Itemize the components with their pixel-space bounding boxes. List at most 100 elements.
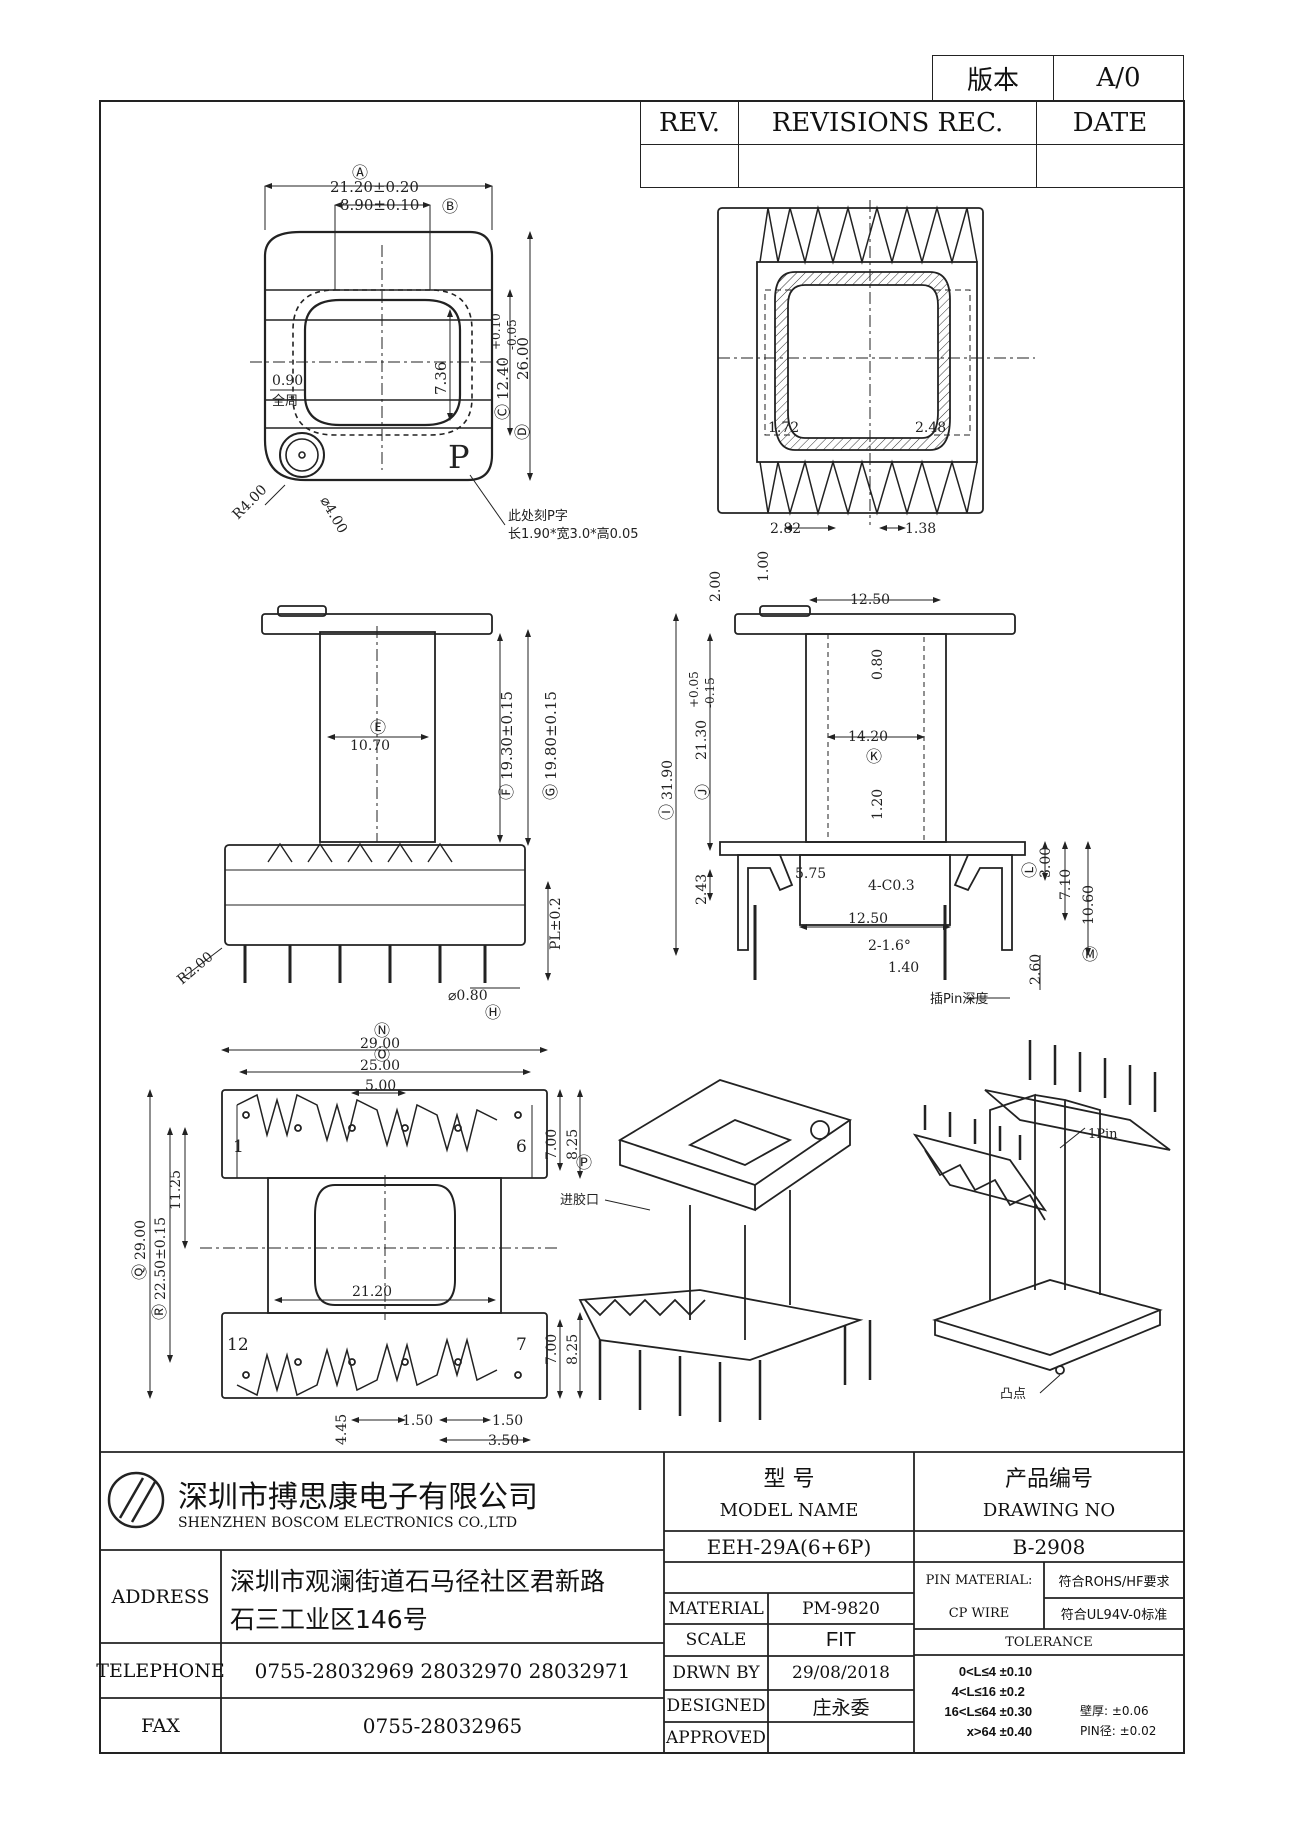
plan-d500: 5.00	[365, 1078, 396, 1094]
dim-c: 12.40	[494, 357, 512, 400]
dim-l-ref: Ⓛ	[1020, 862, 1039, 878]
version-table: 版本 A/0	[932, 55, 1184, 101]
dim-a: 21.20±0.20	[330, 178, 419, 196]
side-d2130-tol-lower: -0.15	[703, 677, 717, 708]
side-d080: 0.80	[870, 649, 886, 680]
bottom-d2: 2.48	[915, 420, 946, 436]
radius-label: R4.00	[230, 482, 271, 523]
letter-p: P	[448, 438, 470, 476]
version-value: A/0	[1053, 55, 1184, 101]
gate-label: 进胶口	[560, 1192, 599, 1208]
address-line-2: 石三工业区146号	[230, 1605, 428, 1634]
side-d1250-top: 12.50	[850, 592, 890, 608]
company-name-cn: 深圳市搏思康电子有限公司	[178, 1480, 538, 1515]
side-d710: 7.10	[1058, 869, 1074, 900]
rev-cell	[640, 144, 739, 188]
front-view	[179, 605, 551, 989]
fax-label: FAX	[141, 1714, 180, 1737]
drawing-label-en: DRAWING NO	[982, 1499, 1116, 1521]
scale-label: SCALE	[685, 1630, 747, 1650]
mark-note-2: 长1.90*宽3.0*高0.05	[508, 526, 639, 542]
mark-note-1: 此处刻P字	[508, 509, 568, 524]
top-view	[250, 183, 533, 526]
side-d243: 2.43	[694, 874, 710, 905]
dim-d: 26.00	[514, 337, 532, 380]
address-line-1: 深圳市观澜街道石马径社区君新路	[230, 1567, 606, 1596]
side-d575: 5.75	[795, 866, 826, 882]
plan-view	[147, 1047, 583, 1443]
dim-h-ref: Ⓗ	[485, 1003, 501, 1022]
material-label: MATERIAL	[668, 1598, 764, 1619]
dim-m-ref: Ⓜ	[1082, 945, 1098, 964]
dim-c-ref: Ⓒ	[493, 404, 512, 420]
requirement-1: 符合ROHS/HF要求	[1058, 1574, 1170, 1590]
rev-label: REV.	[640, 101, 739, 145]
bottom-d3: 2.82	[770, 521, 801, 537]
dim-g: 19.80±0.15	[542, 691, 560, 780]
dim-f: 19.30±0.15	[498, 691, 516, 780]
chamfer-label: 4-C0.3	[868, 878, 915, 894]
side-view	[673, 597, 1091, 999]
wall-dim: 0.90	[272, 373, 303, 389]
tol-value: ±0.2	[999, 1684, 1025, 1699]
pin-dia: ⌀0.80	[448, 988, 488, 1004]
plan-d2900: 29.00	[360, 1036, 400, 1052]
pin-12-label: 12	[227, 1335, 249, 1355]
dim-a-ref: Ⓐ	[352, 163, 368, 182]
plan-d2900-v: 29.00	[133, 1220, 149, 1260]
side-d1250-bottom: 12.50	[848, 911, 888, 927]
tol-value: ±0.30	[999, 1704, 1033, 1719]
dim-e: 10.70	[350, 738, 390, 754]
model-value: EEH-29A(6+6P)	[706, 1534, 872, 1559]
address-label: ADDRESS	[111, 1585, 210, 1608]
wall-note: 全周	[272, 393, 298, 409]
dim-k-ref: Ⓚ	[866, 747, 882, 766]
company-logo-icon	[107, 1471, 165, 1529]
plan-d150-a: 1.50	[402, 1413, 433, 1429]
sheet-border	[99, 100, 1185, 1754]
model-label-cn: 型 号	[763, 1467, 815, 1492]
tol-range: 4<L≤16	[951, 1684, 996, 1699]
dim-o-ref: Ⓞ	[374, 1045, 390, 1064]
telephone-label: TELEPHONE	[96, 1659, 225, 1682]
tolerance-table: 0<L≤4 ±0.10 4<L≤16 ±0.2 16<L≤64 ±0.30 x>…	[928, 1662, 1058, 1742]
fax-value: 0755-28032965	[362, 1713, 523, 1738]
plan-d150-b: 1.50	[492, 1413, 523, 1429]
revisions-cell	[738, 144, 1037, 188]
drawing-value: B-2908	[1012, 1534, 1086, 1559]
dim-b-ref: Ⓑ	[442, 197, 458, 216]
tol-value: ±0.40	[999, 1724, 1033, 1739]
dim-e-ref: Ⓔ	[370, 718, 386, 737]
dim-b: 8.90±0.10	[340, 196, 419, 214]
plan-d2120: 21.20	[352, 1284, 392, 1300]
front-radius: R2.00	[174, 949, 216, 988]
plan-d825-bottom: 8.25	[565, 1334, 581, 1365]
revision-table: REV. REVISIONS REC. DATE	[640, 101, 1184, 188]
side-d1060: 10.60	[1081, 885, 1097, 925]
tolerance-row: x>64 ±0.40	[928, 1722, 1058, 1742]
version-label: 版本	[932, 55, 1054, 101]
plan-d700-bottom: 7.00	[544, 1334, 560, 1365]
pin-6-label: 6	[516, 1137, 527, 1157]
plan-d825-top: 8.25	[565, 1129, 581, 1160]
side-d120: 1.20	[870, 789, 886, 820]
scale-value: FIT	[826, 1628, 856, 1651]
dim-g-ref: Ⓖ	[541, 784, 560, 800]
plan-d2500: 25.00	[360, 1058, 400, 1074]
tolerance-row: 16<L≤64 ±0.30	[928, 1702, 1058, 1722]
bottom-view	[717, 200, 1035, 531]
tol-range: 16<L≤64	[944, 1704, 996, 1719]
iso-view-left	[578, 1079, 872, 1422]
tolerance-label: TOLERANCE	[1005, 1634, 1093, 1650]
plan-d350: 3.50	[488, 1433, 519, 1449]
side-d100: 1.00	[756, 551, 772, 582]
dim-c-tol-lower: -0.05	[505, 319, 519, 350]
company-name-en: SHENZHEN BOSCOM ELECTRONICS CO.,LTD	[178, 1515, 518, 1531]
title-block-grid	[100, 1451, 1184, 1753]
drawn-value: 29/08/2018	[792, 1663, 890, 1683]
dim-d-ref: Ⓓ	[513, 424, 532, 440]
wall-tolerance: 壁厚: ±0.06	[1080, 1704, 1149, 1718]
tolerance-row: 4<L≤16 ±0.2	[928, 1682, 1058, 1702]
dim-f-ref: Ⓕ	[497, 784, 516, 800]
